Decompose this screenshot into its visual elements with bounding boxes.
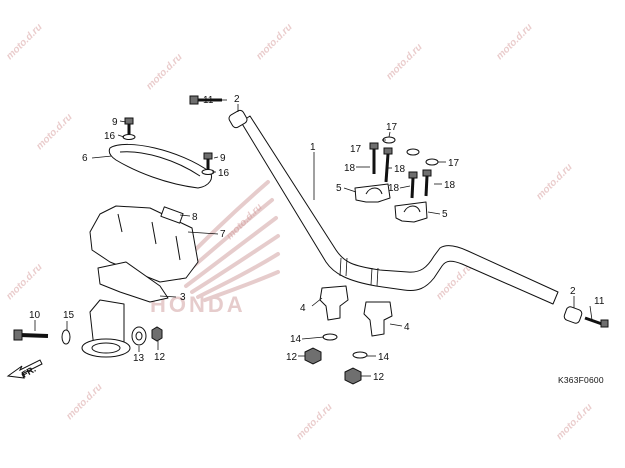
- watermark-text: moto.d.ru: [494, 22, 534, 62]
- callout-number: 1: [310, 142, 316, 153]
- callout-number: 17: [350, 144, 362, 155]
- watermark-text: moto.d.ru: [294, 402, 334, 442]
- callout-number: 17: [448, 158, 460, 169]
- callout-number: 4: [404, 322, 410, 333]
- bar-end-weight-right: [563, 306, 583, 324]
- callout-number: 15: [63, 310, 75, 321]
- callout-labels: 1 2 2 3 4 4 5 5 6 7 8 9 9 10 11 11 12 12…: [29, 94, 605, 383]
- watermark-text: moto.d.ru: [534, 162, 574, 202]
- watermark-text: moto.d.ru: [34, 112, 74, 152]
- callout-number: 8: [192, 212, 198, 223]
- callout-number: 9: [112, 117, 118, 128]
- handlebar-lower-holder-right: [363, 301, 393, 337]
- handlebar-lower-holder-left: [319, 285, 349, 321]
- callout-number: 13: [133, 353, 145, 364]
- callout-number: 18: [394, 164, 406, 175]
- handlebar-upper-holder-left: [354, 183, 391, 203]
- cover-bolts-washers: [122, 117, 215, 175]
- drawing-code: K363F0600: [558, 375, 604, 385]
- callout-number: 9: [220, 153, 226, 164]
- callout-number: 5: [336, 183, 342, 194]
- watermark-text: moto.d.ru: [254, 22, 294, 62]
- callout-number: 16: [218, 168, 230, 179]
- callout-number: 14: [378, 352, 390, 363]
- callout-number: 18: [444, 180, 456, 191]
- watermark-text: moto.d.ru: [4, 262, 44, 302]
- callout-number: 2: [234, 94, 240, 105]
- fork-top-bridge-assembly: [81, 143, 212, 358]
- callout-number: 6: [82, 153, 88, 164]
- callout-number: 3: [180, 292, 186, 303]
- callout-number: 11: [594, 296, 605, 307]
- handlebar-upper-holder-right: [394, 201, 428, 223]
- watermark-text: moto.d.ru: [384, 42, 424, 82]
- front-direction-arrow: FR.: [6, 359, 43, 380]
- bar-end-weight-left: [228, 109, 248, 129]
- callout-number: 12: [373, 372, 385, 383]
- watermark-text: moto.d.ru: [64, 382, 104, 422]
- callout-number: 12: [154, 352, 166, 363]
- callout-number: 10: [29, 310, 41, 321]
- watermark-text: moto.d.ru: [4, 22, 44, 62]
- callout-number: 11: [203, 95, 214, 106]
- callout-number: 2: [570, 286, 576, 297]
- callout-number: 7: [220, 229, 226, 240]
- callout-number: 12: [286, 352, 298, 363]
- bar-end-screw-right: [584, 316, 609, 328]
- callout-number: 16: [104, 131, 116, 142]
- holder-washers-nuts: [304, 333, 368, 385]
- callout-number: 5: [442, 209, 448, 220]
- callout-number: 17: [386, 122, 398, 133]
- handlebar: [240, 115, 559, 305]
- watermark-text: moto.d.ru: [144, 52, 184, 92]
- callout-number: 14: [290, 334, 302, 345]
- leader-lines: [34, 99, 593, 377]
- stem-pinch-bolt-set: [13, 326, 163, 346]
- callout-number: 4: [300, 303, 306, 314]
- callout-number: 18: [388, 183, 400, 194]
- watermark-text: moto.d.ru: [554, 402, 594, 442]
- callout-number: 18: [344, 163, 356, 174]
